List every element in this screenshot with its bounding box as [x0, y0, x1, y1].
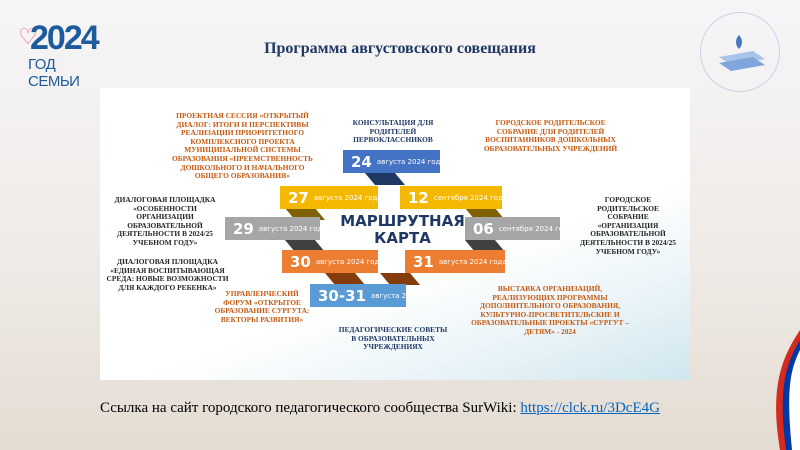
year-of-family-logo: ♡ 2024 ГОД СЕМЬИ [18, 19, 100, 90]
surwiki-link[interactable]: https://clck.ru/3DcE4G [520, 400, 660, 416]
event-city-parent-meeting: Городское родительское собрание «Организ… [580, 195, 676, 256]
logo-subtitle: ГОД СЕМЬИ [28, 56, 80, 90]
event-project-session: Проектная сессия «Открытый диалог: итоги… [172, 111, 313, 181]
slide-title: Программа августовского совещания [264, 40, 536, 57]
footer-text: Ссылка на сайт городского педагогическог… [100, 400, 521, 416]
event-dialogue-environment: Диалоговая площадка «Единая воспитывающа… [106, 257, 229, 292]
route-map-title: МАРШРУТНАЯ КАРТА [340, 212, 465, 247]
logo-number: 2024 [30, 19, 100, 57]
flag-ribbon-icon [776, 330, 800, 450]
event-pedagogical-councils: Педагогические советы в образовательных … [338, 325, 448, 352]
footer-link-line: Ссылка на сайт городского педагогическог… [100, 400, 720, 417]
event-consultation: Консультация для родителей первоклассник… [352, 118, 434, 145]
event-exhibition: Выставка организаций, реализующих програ… [471, 284, 629, 336]
event-parent-meeting-preschool: Городское родительское собрание для роди… [483, 118, 618, 153]
organization-emblem-icon [700, 12, 780, 92]
event-management-forum: Управленческий форум «Открытое образован… [214, 289, 310, 324]
event-dialogue-features: Диалоговая площадка «Особенности организ… [114, 195, 216, 247]
heart-icon: ♡ [18, 24, 38, 49]
route-map-panel [100, 88, 690, 380]
